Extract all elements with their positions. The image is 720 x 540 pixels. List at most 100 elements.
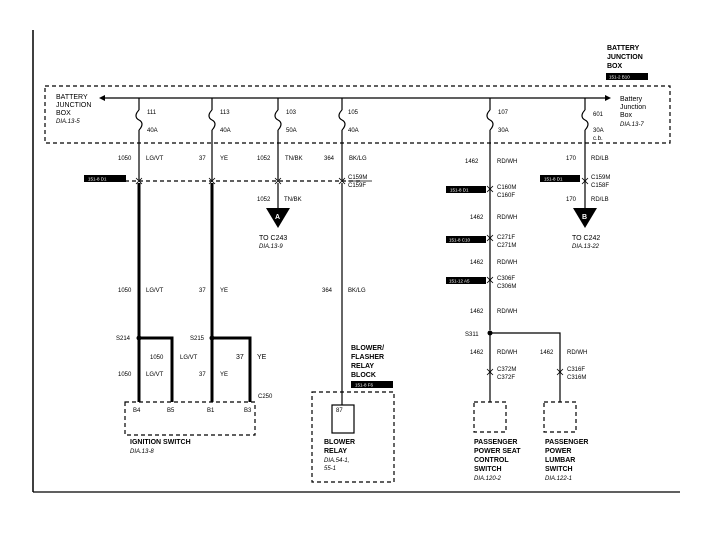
blower-block-location-tag [351, 381, 393, 388]
blower-block-line1: BLOWER/ [351, 345, 384, 352]
c158-location-tag-text: 151-8 D1 [544, 177, 563, 182]
wire-364-mid-circuit: 364 [322, 288, 333, 294]
branch-1050-circuit: 1050 [150, 355, 164, 361]
fuse-113-amps: 40A [220, 128, 231, 134]
fuse-113: 113 40A [208, 98, 231, 180]
fuse-105-number: 105 [348, 110, 359, 116]
c159m-label: C159M [348, 175, 367, 181]
c160f-label: C160F [497, 193, 515, 199]
seat-switch-line3: CONTROL [474, 457, 509, 464]
wire-1462-seg2-circuit: 1462 [470, 215, 484, 221]
connector-a-letter: A [275, 214, 280, 221]
c271f-label: C271F [497, 235, 515, 241]
lower-37-circuit: 37 [199, 372, 206, 378]
bjb-left-ref: DIA.13-5 [56, 119, 80, 125]
c271-location-tag-text: 151-8 C10 [449, 238, 471, 243]
c250-label: C250 [258, 394, 273, 400]
lumbar-switch-line3: LUMBAR [545, 457, 575, 464]
fuse-105-amps: 40A [348, 128, 359, 134]
left-location-tag [84, 175, 126, 182]
wire-1462-seg3-circuit: 1462 [470, 260, 484, 266]
wire-1462 [486, 178, 494, 330]
c306f-label: C306F [497, 276, 515, 282]
c316f-label: C316F [567, 367, 585, 373]
lower-37-color: YE [220, 372, 228, 378]
blower-relay-ref2: 55-1 [324, 466, 336, 472]
blower-block-line4: BLOCK [351, 372, 376, 379]
lumbar-switch-line1: PASSENGER [545, 439, 588, 446]
fuse-113-number: 113 [220, 110, 230, 116]
wire-170-color: RD/LB [591, 156, 609, 162]
c306m-label: C306M [497, 284, 516, 290]
lumbar-switch-line2: POWER [545, 448, 571, 455]
ignition-switch-title: IGNITION SWITCH [130, 439, 191, 446]
wire-364-circuit: 364 [324, 156, 335, 162]
connector-b-letter: B [582, 214, 587, 221]
c158f-label: C158F [591, 183, 609, 189]
blower-relay-block-box [311, 391, 395, 483]
bjb-title-line2: JUNCTION [607, 54, 643, 61]
ignition-pin-b1: B1 [207, 408, 215, 414]
splice-s215-label: S215 [190, 336, 205, 342]
c316m-label: C316M [567, 375, 586, 381]
blower-block-line3: RELAY [351, 363, 374, 370]
connector-a-ref: DIA.13-9 [259, 244, 283, 250]
wire-1050-mid-color: LG/VT [146, 288, 164, 294]
fuse-111: 111 40A [135, 98, 158, 180]
lower-1050-circuit: 1050 [118, 372, 132, 378]
blower-block-location-tag-text: 151-8 F6 [355, 383, 374, 388]
seat-wire-color: RD/WH [497, 350, 517, 356]
blower-relay-line2: RELAY [324, 448, 347, 455]
lumbar-switch-ref: DIA.122-1 [545, 476, 572, 482]
connector-a-circuit: 1052 [257, 197, 271, 203]
splice-s214-label: S214 [116, 336, 131, 342]
lumbar-wire-circuit: 1462 [540, 350, 554, 356]
splice-s311-label: S311 [465, 332, 479, 338]
c372m-label: C372M [497, 367, 516, 373]
fuse-107-number: 107 [498, 110, 509, 116]
wire-1050-mid-circuit: 1050 [118, 288, 132, 294]
blower-relay-pin-87: 87 [336, 408, 343, 414]
battery-junction-box [44, 85, 671, 144]
left-location-tag-text: 151-8 D1 [88, 177, 107, 182]
bjb-left-line1: BATTERY [56, 94, 88, 101]
bjb-title-line1: BATTERY [607, 45, 640, 52]
c372f-label: C372F [497, 375, 515, 381]
fuse-601-amps: 30A [593, 128, 604, 134]
wire-1052-color: TN/BK [285, 156, 303, 162]
wire-1462-circuit: 1462 [465, 159, 479, 165]
connector-a-symbol [266, 208, 290, 228]
wire-1050 [135, 177, 143, 337]
connector-b-color: RD/LB [591, 197, 609, 203]
connector-a-to: TO C243 [259, 235, 287, 242]
wire-37-mid-circuit: 37 [199, 288, 206, 294]
connector-b-ref: DIA.13-22 [572, 244, 600, 250]
blower-relay-box [331, 404, 355, 434]
fuse-107: 107 30A [486, 98, 509, 178]
wire-1052 [274, 177, 282, 208]
c271m-label: C271M [497, 243, 516, 249]
fuse-601: 601 30A c.b. [581, 98, 604, 178]
fuse-111-amps: 40A [147, 128, 158, 134]
bjb-left-line3: BOX [56, 110, 71, 117]
fuse-105: 105 40A [338, 98, 359, 180]
wire-37-circuit: 37 [199, 156, 206, 162]
blower-relay-line1: BLOWER [324, 439, 355, 446]
wire-1462-seg3-color: RD/WH [497, 260, 517, 266]
seat-switch-line4: SWITCH [474, 466, 502, 473]
seat-switch-ref: DIA.120-2 [474, 476, 502, 482]
connector-b-circuit: 170 [566, 197, 577, 203]
c160-location-tag-text: 151-8 D1 [450, 188, 469, 193]
fuse-103-number: 103 [286, 110, 297, 116]
c160-location-tag [446, 186, 486, 193]
ignition-pin-b3: B3 [244, 408, 252, 414]
seat-switch-line1: PASSENGER [474, 439, 517, 446]
bjb-left-line2: JUNCTION [56, 102, 91, 109]
wire-1462-seg4-color: RD/WH [497, 309, 517, 315]
ignition-switch-box [124, 401, 256, 436]
c159f-label: C159F [348, 183, 366, 189]
bjb-right-ref: DIA.13-7 [620, 122, 644, 128]
fuse-111-number: 111 [147, 110, 157, 116]
branch-37-color: YE [257, 354, 267, 361]
